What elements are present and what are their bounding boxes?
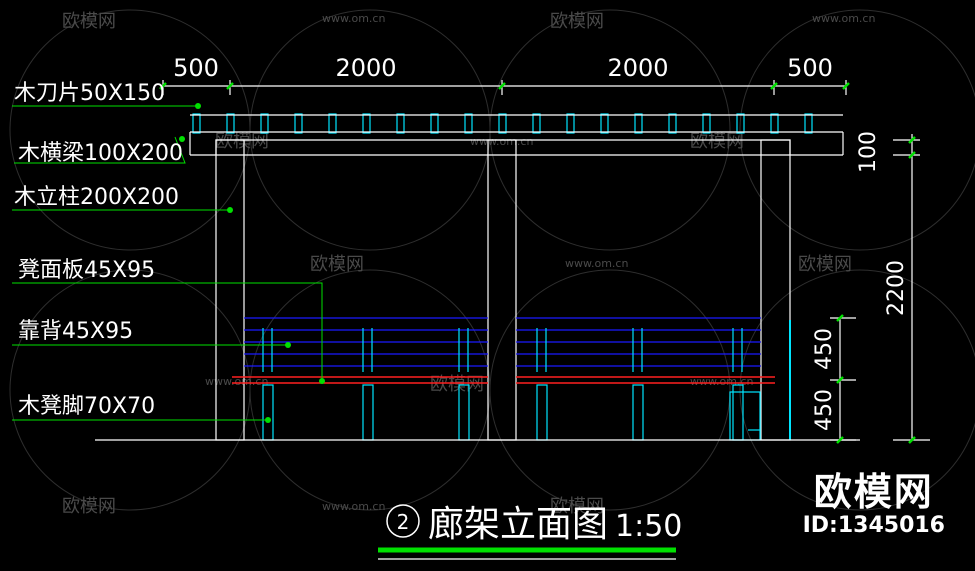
brand-block: 欧模网 ID:1345016: [803, 472, 945, 540]
leader-lines: [12, 105, 323, 421]
dim-right-beam: 100: [856, 131, 881, 173]
watermark-url: www.om.cn: [470, 135, 533, 148]
dim-top-1: 500: [173, 54, 219, 82]
watermark-brand: 欧模网: [690, 131, 744, 152]
label-backrest: 靠背45X95: [18, 319, 133, 344]
slat: [328, 113, 337, 134]
label-seat: 凳面板45X95: [18, 258, 155, 283]
label-leg: 木凳脚70X70: [18, 394, 155, 419]
slat: [226, 113, 235, 134]
watermark-brand: 欧模网: [550, 496, 604, 517]
label-slat: 木刀片50X150: [14, 81, 165, 106]
dim-right-total: 2200: [884, 260, 909, 316]
slat: [498, 113, 507, 134]
slat: [566, 113, 575, 134]
label-column: 木立柱200X200: [14, 185, 179, 210]
watermark-url: www.om.cn: [322, 500, 385, 513]
slat-band: [190, 114, 843, 133]
right-dimension-inner-ticks: [836, 314, 844, 444]
slat: [770, 113, 779, 134]
slat: [464, 113, 473, 134]
dim-top-3: 2000: [607, 54, 668, 82]
watermark-brand: 欧模网: [215, 131, 269, 152]
slat: [804, 113, 813, 134]
title-text: 廊架立面图: [428, 504, 608, 545]
watermark-url: www.om.cn: [812, 12, 875, 25]
slat: [294, 113, 303, 134]
watermark-brand: 欧模网: [62, 11, 116, 32]
watermark-brand: 欧模网: [550, 11, 604, 32]
watermark-url: www.om.cn: [565, 257, 628, 270]
slat: [430, 113, 439, 134]
slat: [668, 113, 677, 134]
top-dimension: [162, 80, 847, 95]
top-dimension-ticks: [159, 82, 850, 90]
title-number: 2: [397, 510, 410, 534]
title-number-circle: [386, 504, 420, 538]
brand-id: ID:1345016: [802, 513, 945, 538]
drawing-title: 2 廊架立面图 1:50: [378, 504, 682, 560]
label-beam: 木横梁100X200: [18, 141, 183, 166]
watermark-brand: 欧模网: [62, 496, 116, 517]
watermark-url: www.om.cn: [322, 12, 385, 25]
slat: [736, 113, 745, 134]
slat: [362, 113, 371, 134]
watermark-brand: 欧模网: [430, 374, 484, 395]
watermark-arcs: [9, 9, 975, 511]
watermark-brand: 欧模网: [798, 254, 852, 275]
bench-seat: [232, 376, 775, 384]
leader-dots: [179, 103, 325, 423]
dim-right-lower: 450: [812, 389, 837, 431]
dim-right-upper: 450: [812, 328, 837, 370]
slat: [260, 113, 269, 134]
bench-backrest: [244, 317, 761, 367]
watermark-texts: 欧模网 www.om.cn 欧模网 www.om.cn 欧模网 www.om.c…: [62, 11, 875, 517]
watermark-brand: 欧模网: [310, 254, 364, 275]
slat: [192, 113, 201, 134]
title-scale: 1:50: [615, 509, 682, 544]
slat: [702, 113, 711, 134]
right-dimension-outer-ticks: [908, 136, 916, 444]
slat: [396, 113, 405, 134]
slat: [634, 113, 643, 134]
slat: [532, 113, 541, 134]
dim-top-2: 2000: [335, 54, 396, 82]
watermark-url: www.om.cn: [205, 375, 268, 388]
brand-name: 欧模网: [813, 470, 934, 514]
slat: [600, 113, 609, 134]
top-slats: [192, 113, 813, 134]
dim-top-4: 500: [787, 54, 833, 82]
